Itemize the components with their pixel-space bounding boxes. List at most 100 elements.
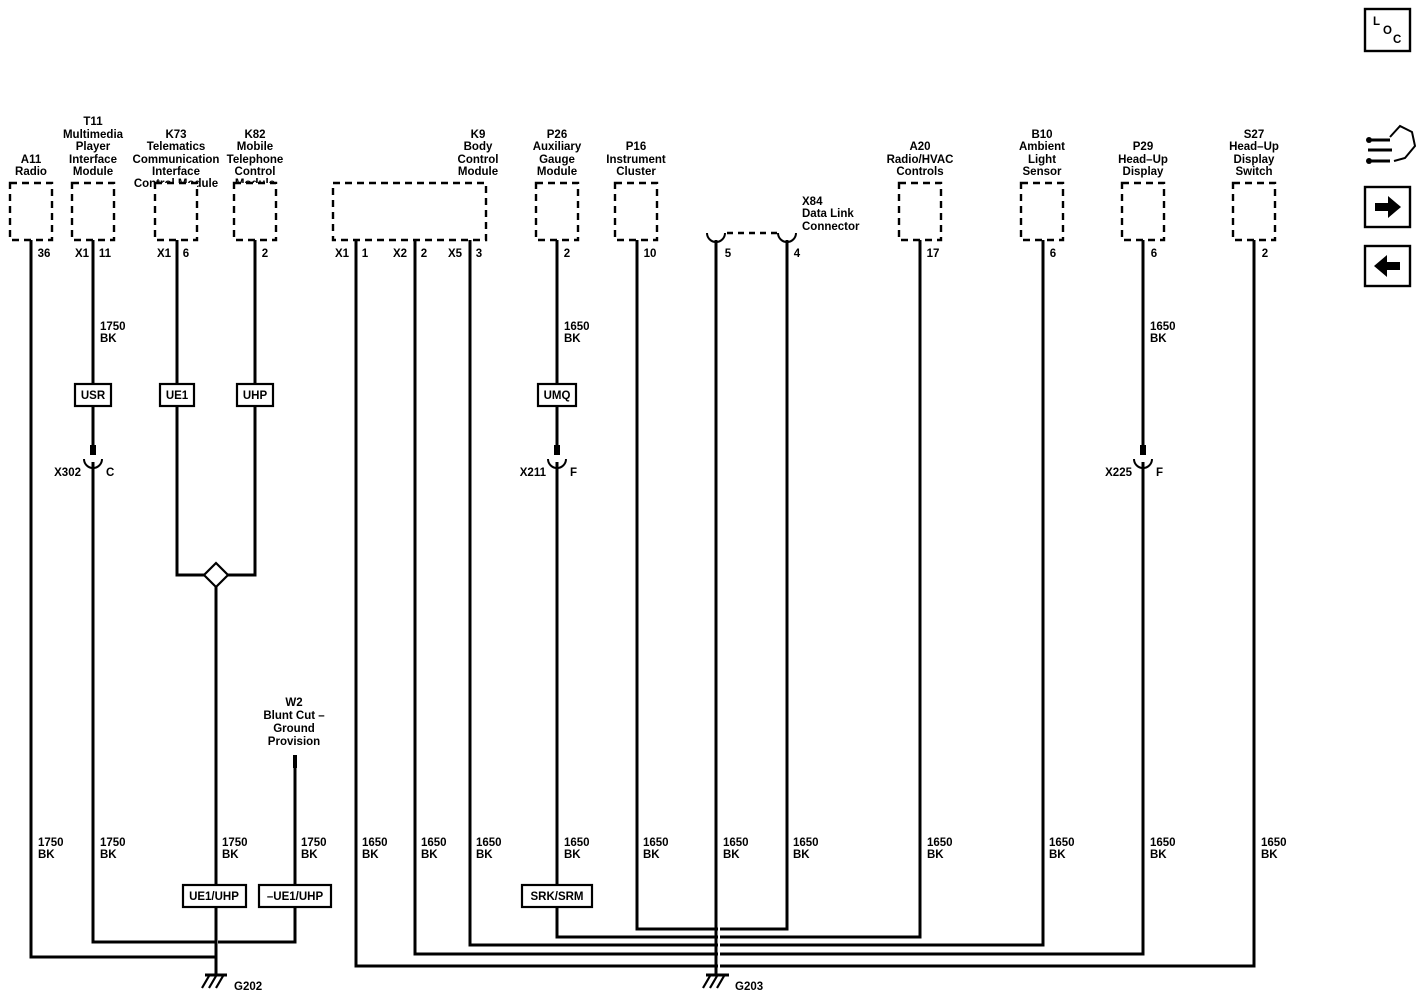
component-w2-blunt-cut[interactable]: W2 Blunt Cut – Ground Provision [263,697,325,748]
connector-x225[interactable]: X225 F [1105,445,1163,479]
k9-ref: K9 [471,129,486,141]
x211-pin-male [554,445,560,455]
wrench-lines [1368,138,1392,163]
usr-label: USR [81,390,106,402]
wire-k73[interactable] [175,240,204,577]
p26-box [534,181,580,242]
loc-icon[interactable]: L O C [1363,7,1412,53]
component-p29-head-up-display[interactable]: P29 Head–Up Display 6 [1118,141,1168,260]
wire-size: 1750 [100,837,126,849]
wire-color: BK [723,849,740,861]
x302-ref: X302 [54,467,81,479]
loc-o: O [1383,25,1392,37]
wire-size: 1650 [723,837,749,849]
option-not-ue1-uhp[interactable]: –UE1/UHP [257,883,333,909]
wire-color: BK [1150,849,1167,861]
wire-color: BK [643,849,660,861]
wire-k9-pin1[interactable] [354,240,718,968]
back-arrow-icon[interactable] [1363,244,1412,288]
option-uhp[interactable]: UHP [235,382,275,408]
component-s27-head-up-display-switch[interactable]: S27 Head–Up Display Switch 2 [1229,129,1279,260]
b10-box [1019,181,1065,242]
a20-name1: Radio/HVAC [887,154,954,166]
k9-name3: Module [458,166,498,178]
wire-color: BK [100,333,117,345]
a11-pin: 36 [38,248,51,260]
p29-pin: 6 [1151,248,1157,260]
car-outline [1389,124,1417,162]
wire-size: 1650 [643,837,669,849]
service-info-icon[interactable] [1366,124,1417,164]
option-ue1[interactable]: UE1 [158,382,196,408]
option-srk-srm[interactable]: SRK/SRM [520,883,594,909]
k9-pin-x5: X5 [448,248,463,260]
k82-name1: Mobile [237,141,273,153]
wire-p26-lower[interactable] [555,462,718,939]
component-a20-radio-hvac-controls[interactable]: A20 Radio/HVAC Controls 17 [887,141,954,260]
k73-box [153,181,199,242]
k73-ref: K73 [165,129,186,141]
wire-color: BK [222,849,239,861]
wire-color: BK [421,849,438,861]
component-k9-body-control-module[interactable]: K9 Body Control Module X1 1 X2 2 X5 3 [331,129,498,260]
wire-color: BK [38,849,55,861]
wire-k9-pin3[interactable] [468,240,718,947]
connector-x302[interactable]: X302 C [54,445,114,479]
t11-name3: Interface [69,154,117,166]
wire-color: BK [564,333,581,345]
wire-x84-pin4[interactable] [720,240,789,931]
p26-ref: P26 [547,129,567,141]
connector-x211[interactable]: X211 F [520,445,577,479]
wire-p29-lower[interactable] [720,462,1145,956]
wire-p16[interactable] [635,240,718,931]
t11-pin: 11 [99,248,112,260]
wire-size: 1650 [564,321,590,333]
k73-name3: Interface [152,166,200,178]
wire-color: BK [362,849,379,861]
wire-a11[interactable] [29,240,215,959]
wire-k9-pin2[interactable] [413,240,718,956]
wire-a20[interactable] [720,240,922,939]
umq-box [536,382,578,408]
g202-hatch [201,975,210,989]
g203-hatch [709,975,718,989]
wire-color: BK [476,849,493,861]
srk-srm-box [520,883,594,909]
ground-g202[interactable]: G202 [201,973,262,993]
k73-name2: Communication [133,154,220,166]
wrench-end [1366,158,1372,164]
component-p16-instrument-cluster[interactable]: P16 Instrument Cluster 10 [606,141,666,260]
t11-box [70,181,116,242]
k82-ref: K82 [244,129,265,141]
loc-c: C [1393,34,1401,46]
k82-name2: Telephone [227,154,284,166]
a20-box [897,181,943,242]
option-umq[interactable]: UMQ [536,382,578,408]
wire-color: BK [564,849,581,861]
component-b10-ambient-light-sensor[interactable]: B10 Ambient Light Sensor 6 [1019,129,1065,260]
wire-k82[interactable] [228,240,257,577]
g202-hatch [208,975,217,989]
component-x84-data-link-connector[interactable]: X84 Data Link Connector 5 4 [706,196,860,260]
option-ue1-uhp[interactable]: UE1/UHP [181,883,248,909]
wire-t11-lower[interactable] [91,462,215,944]
ground-g203[interactable]: G203 [702,973,763,993]
component-k73-telematics-module[interactable]: K73 Telematics Communication Interface C… [133,129,220,260]
option-usr[interactable]: USR [73,382,113,408]
g202-hatch [215,975,224,989]
wire-b10[interactable] [720,240,1045,947]
wire-w2[interactable] [218,768,297,944]
t11-name2: Player [76,141,111,153]
p29-name2: Display [1123,166,1165,178]
wire-s27[interactable] [720,240,1256,968]
x211-pin: F [570,467,577,479]
component-a11-radio[interactable]: A11 Radio 36 [8,154,54,260]
component-p26-auxiliary-gauge-module[interactable]: P26 Auxiliary Gauge Module 2 [533,129,582,260]
component-t11-multimedia-player-interface-module[interactable]: T11 Multimedia Player Interface Module X… [63,116,124,260]
ue1-label: UE1 [166,390,189,402]
ue1-uhp-box [181,883,248,909]
wire-size: 1650 [1261,837,1287,849]
x225-pin: F [1156,467,1163,479]
component-k82-mobile-telephone-control-module[interactable]: K82 Mobile Telephone Control Module 2 [227,129,284,260]
next-arrow-icon[interactable] [1363,185,1412,229]
